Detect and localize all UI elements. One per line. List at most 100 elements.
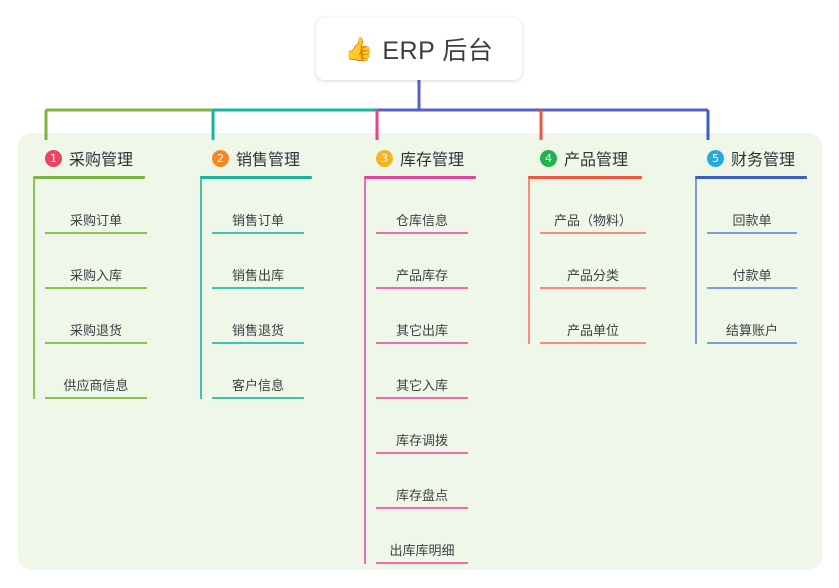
leaf-label: 产品单位: [566, 323, 619, 338]
leaf-item[interactable]: 库存盘点: [376, 454, 468, 509]
branch-column-5: 5 财务管理回款单付款单结算账户: [695, 146, 807, 344]
leaf-label: 其它出库: [395, 323, 448, 338]
branch-title: 采购管理: [69, 152, 134, 169]
leaf-item[interactable]: 仓库信息: [376, 179, 468, 234]
leaf-item[interactable]: 销售出库: [212, 234, 304, 289]
branch-header-3[interactable]: 3 库存管理: [364, 146, 476, 170]
leaf-item[interactable]: 结算账户: [707, 289, 797, 344]
leaf-item[interactable]: 付款单: [707, 234, 797, 289]
branch-column-2: 2 销售管理销售订单销售出库销售退货客户信息: [200, 146, 312, 399]
thumbs-up-icon: 👍: [344, 35, 374, 62]
branch-column-4: 4 产品管理产品（物料） 产品分类产品单位: [528, 146, 646, 344]
leaf-label: 供应商信息: [63, 378, 129, 393]
leaf-underline: [376, 232, 468, 234]
leaf-underline: [45, 342, 147, 344]
leaf-label: 销售出库: [231, 268, 284, 283]
leaf-label: 其它入库: [395, 378, 448, 393]
leaf-label: 产品（物料）: [553, 213, 632, 228]
leaf-underline: [376, 342, 468, 344]
leaf-underline: [540, 287, 646, 289]
branch-header-2[interactable]: 2 销售管理: [200, 146, 312, 170]
branch-number-badge: 5: [707, 149, 724, 167]
leaf-item[interactable]: 采购订单: [45, 179, 147, 234]
leaf-underline: [540, 232, 646, 234]
leaf-underline: [376, 452, 468, 454]
leaf-underline: [707, 232, 797, 234]
leaf-label: 销售退货: [231, 323, 284, 338]
leaf-underline: [376, 562, 468, 564]
leaf-item[interactable]: 出库库明细: [376, 509, 468, 564]
leaf-label: 产品库存: [395, 268, 448, 283]
branch-leaf-list: 产品（物料） 产品分类产品单位: [528, 179, 646, 344]
branch-leaf-list: 销售订单销售出库销售退货客户信息: [200, 179, 312, 399]
branch-leaf-list: 仓库信息产品库存其它出库其它入库库存调拨库存盘点出库库明细: [364, 179, 476, 564]
branch-stem: [364, 179, 366, 564]
branches-panel: [18, 133, 822, 570]
branch-number-badge: 3: [376, 149, 393, 167]
leaf-underline: [376, 287, 468, 289]
leaf-label: 库存调拨: [395, 433, 448, 448]
leaf-underline: [212, 232, 304, 234]
leaf-item[interactable]: 库存调拨: [376, 399, 468, 454]
branch-title: 财务管理: [731, 152, 796, 169]
leaf-item[interactable]: 其它入库: [376, 344, 468, 399]
leaf-label: 产品分类: [566, 268, 619, 283]
branch-leaf-list: 回款单付款单结算账户: [695, 179, 807, 344]
leaf-underline: [45, 397, 147, 399]
leaf-label: 采购退货: [69, 323, 122, 338]
leaf-underline: [376, 507, 468, 509]
branch-stem: [528, 179, 530, 344]
leaf-item[interactable]: 产品（物料）: [540, 179, 646, 234]
branch-column-3: 3 库存管理仓库信息产品库存其它出库其它入库库存调拨库存盘点出库库明细: [364, 146, 476, 564]
leaf-label: 销售订单: [231, 213, 284, 228]
leaf-underline: [376, 397, 468, 399]
leaf-underline: [45, 287, 147, 289]
leaf-item[interactable]: 销售退货: [212, 289, 304, 344]
branch-title: 销售管理: [236, 152, 301, 169]
leaf-label: 结算账户: [725, 323, 778, 338]
root-node-label: ERP 后台: [382, 37, 494, 65]
leaf-item[interactable]: 采购入库: [45, 234, 147, 289]
root-node[interactable]: 👍 ERP 后台: [316, 18, 522, 80]
leaf-item[interactable]: 产品分类: [540, 234, 646, 289]
branch-stem: [33, 179, 35, 399]
branch-underline: [528, 176, 642, 179]
branch-header-5[interactable]: 5 财务管理: [695, 146, 807, 170]
branch-header-1[interactable]: 1 采购管理: [33, 146, 145, 170]
leaf-item[interactable]: 产品库存: [376, 234, 468, 289]
branch-title: 库存管理: [400, 152, 465, 169]
leaf-label: 库存盘点: [395, 488, 448, 503]
branch-number-badge: 2: [212, 149, 229, 167]
leaf-underline: [212, 287, 304, 289]
root-node-content: 👍 ERP 后台: [345, 31, 494, 67]
branch-number-badge: 1: [45, 149, 62, 167]
branch-number-badge: 4: [540, 149, 557, 167]
leaf-label: 回款单: [732, 213, 772, 228]
leaf-item[interactable]: 销售订单: [212, 179, 304, 234]
leaf-label: 出库库明细: [389, 543, 455, 558]
leaf-label: 仓库信息: [395, 213, 448, 228]
branch-underline: [695, 176, 807, 179]
branch-leaf-list: 采购订单采购入库采购退货供应商信息: [33, 179, 147, 399]
branch-header-4[interactable]: 4 产品管理: [528, 146, 642, 170]
branch-column-1: 1 采购管理采购订单采购入库采购退货供应商信息: [33, 146, 147, 399]
leaf-label: 客户信息: [231, 378, 284, 393]
branch-stem: [200, 179, 202, 399]
branch-underline: [33, 176, 145, 179]
leaf-label: 采购入库: [69, 268, 122, 283]
leaf-item[interactable]: 回款单: [707, 179, 797, 234]
leaf-item[interactable]: 供应商信息: [45, 344, 147, 399]
branch-title: 产品管理: [564, 152, 629, 169]
branch-stem: [695, 179, 697, 344]
leaf-underline: [45, 232, 147, 234]
leaf-item[interactable]: 其它出库: [376, 289, 468, 344]
leaf-item[interactable]: 采购退货: [45, 289, 147, 344]
leaf-label: 付款单: [732, 268, 772, 283]
branch-underline: [364, 176, 476, 179]
branch-underline: [200, 176, 312, 179]
leaf-underline: [212, 342, 304, 344]
leaf-item[interactable]: 产品单位: [540, 289, 646, 344]
leaf-underline: [707, 342, 797, 344]
leaf-item[interactable]: 客户信息: [212, 344, 304, 399]
